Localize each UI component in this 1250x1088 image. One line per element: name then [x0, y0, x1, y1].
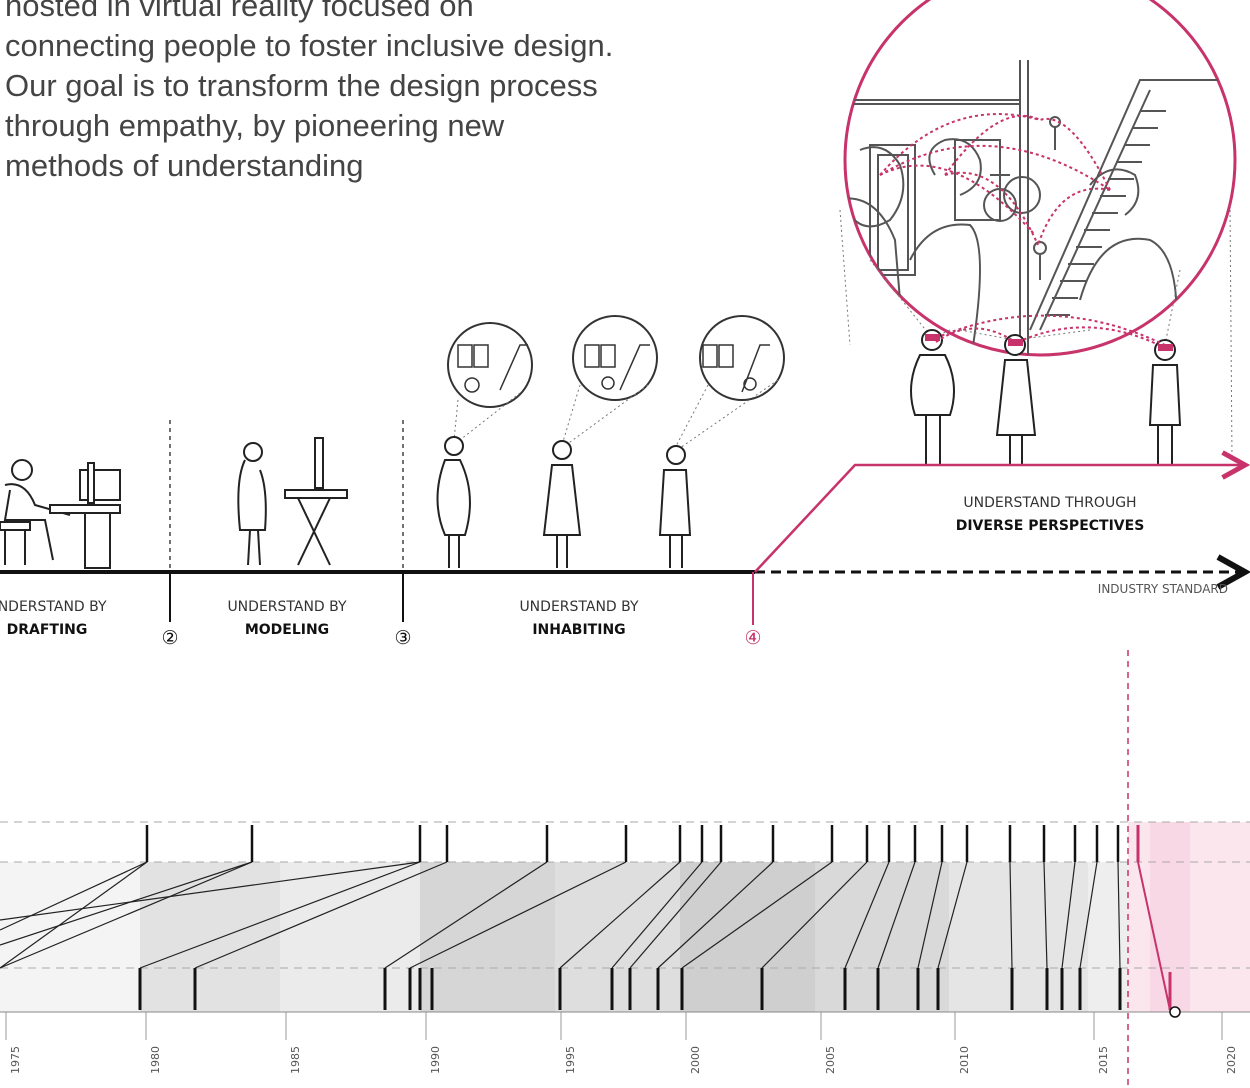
view-circle-1 [447, 322, 533, 408]
diverse-figure-1-icon [910, 329, 955, 465]
phase-diverse-line2: DIVERSE PERSPECTIVES [956, 518, 1145, 534]
inhabiting-figure-2-icon [542, 440, 582, 568]
intro-text: hosted in virtual reality focused on con… [5, 0, 805, 186]
diverse-figure-2-icon [995, 334, 1037, 465]
year-label: 1980 [149, 1046, 162, 1074]
collectivevr-endpoint [1169, 1006, 1181, 1018]
industry-standard-label: INDUSTRY STANDARD [1098, 582, 1228, 596]
phase-modeling-line1: UNDERSTAND BY [227, 599, 347, 615]
phase-drafting-line1: UNDERSTAND BY [0, 599, 107, 615]
year-label: 1985 [289, 1046, 302, 1074]
diverse-perspectives-line [754, 465, 1245, 573]
year-label: 2000 [689, 1046, 702, 1074]
invention-ticks [145, 825, 1140, 862]
intro-line: through empathy, by pioneering new [5, 108, 505, 143]
modeling-figure-icon [237, 437, 348, 566]
adoption-connectors [0, 861, 1121, 969]
year-label: 1990 [429, 1046, 442, 1074]
view-circle-2 [572, 315, 658, 401]
intro-line: connecting people to foster inclusive de… [5, 28, 614, 63]
year-label: 2005 [824, 1046, 837, 1074]
diverse-figure-3-icon [1148, 339, 1182, 465]
phase-inhabiting-line1: UNDERSTAND BY [519, 599, 639, 615]
view-circle-3 [699, 315, 785, 401]
phase-diverse-line1: UNDERSTAND THROUGH [963, 495, 1136, 511]
phase-timeline: UNDERSTAND BY DRAFTING UNDERSTAND BY MOD… [0, 420, 1245, 649]
year-bands [0, 822, 1250, 1012]
figures [0, 314, 1182, 569]
intro-line: Our goal is to transform the design proc… [5, 68, 598, 103]
phase-drafting-line2: DRAFTING [7, 622, 88, 638]
inhabiting-views [447, 315, 785, 449]
adoption-ticks [138, 968, 1122, 1010]
inhabiting-figure-1-icon [436, 436, 471, 568]
phase-modeling-line2: MODELING [245, 622, 329, 638]
year-label: 1995 [564, 1046, 577, 1074]
marker-3: ③ [394, 627, 411, 649]
marker-2: ② [161, 627, 178, 649]
year-label: 1975 [9, 1046, 22, 1074]
year-label: 2020 [1225, 1046, 1238, 1074]
year-labels: 1975 1980 1985 1990 1995 2000 2005 2010 2015 2020 [5, 1012, 1238, 1074]
phase-inhabiting-line2: INHABITING [532, 622, 625, 638]
inhabiting-figure-3-icon [658, 445, 692, 568]
marker-4: ④ [744, 627, 761, 649]
shared-perspective-illustration [839, 0, 1237, 461]
intro-line: hosted in virtual reality focused on [5, 0, 474, 23]
intro-line: methods of understanding [5, 148, 364, 183]
year-label: 2015 [1097, 1046, 1110, 1074]
drafting-figure-icon [0, 459, 121, 569]
year-label: 2010 [958, 1046, 971, 1074]
